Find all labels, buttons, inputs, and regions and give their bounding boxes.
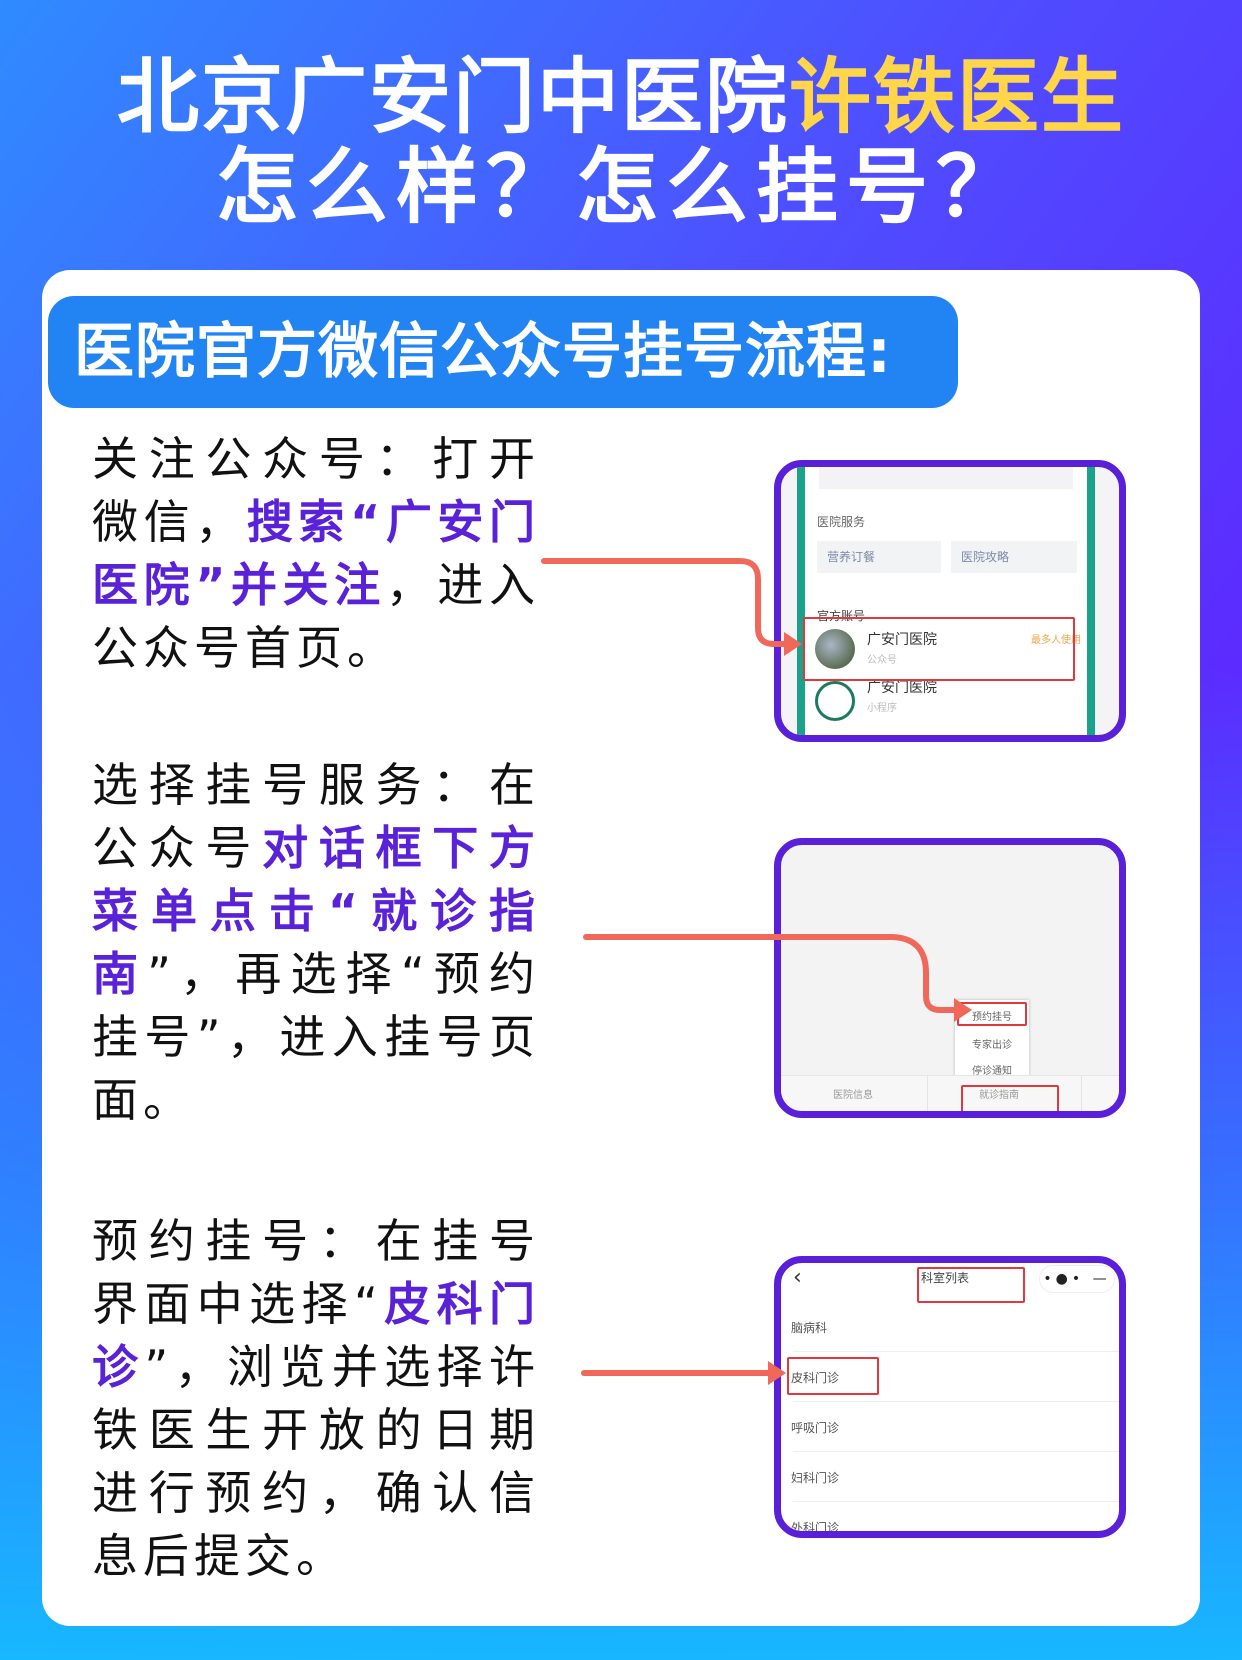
tab-visit-guide[interactable]: 就诊指南 xyxy=(979,1090,1019,1101)
list-divider xyxy=(793,1351,1119,1352)
department-list-title: 科室列表 xyxy=(921,1271,970,1285)
miniprogram-type: 小程序 xyxy=(867,703,897,714)
most-used-tag: 最多人使用 xyxy=(1031,635,1081,646)
green-frame-right xyxy=(1087,467,1095,735)
section-title: 医院官方微信公众号挂号流程: xyxy=(48,296,958,408)
step-2-part1: 选择挂号服务：在公众号 xyxy=(92,758,540,875)
tab-hospital-info[interactable]: 医院信息 xyxy=(833,1090,873,1101)
step-1-text: 关注公众号：打开微信，搜索“广安门医院”并关注，进入公众号首页。 xyxy=(92,428,540,680)
menu-item-closure-notice[interactable]: 停诊通知 xyxy=(972,1066,1012,1077)
guide-popup-menu: 预约挂号 专家出诊 停诊通知 xyxy=(955,1000,1029,1088)
step-1-highlight: 搜索“广安门医院”并关注 xyxy=(92,495,541,612)
page-title-line1: 北京广安门中医院许铁医生 xyxy=(0,48,1242,148)
highlight-box-visit-guide xyxy=(961,1085,1059,1111)
step-1-part2: ，进入公众号首页。 xyxy=(92,558,541,675)
page-title-line2: 怎么样？怎么挂号？ xyxy=(215,140,1026,235)
department-item[interactable]: 呼吸门诊 xyxy=(791,1421,840,1435)
hospital-guide-button[interactable]: 医院攻略 xyxy=(951,541,1077,573)
screenshot-menu: 预约挂号 专家出诊 停诊通知 医院信息 就诊指南 xyxy=(774,838,1126,1118)
list-divider xyxy=(793,1501,1119,1502)
bottom-menu-bar: 医院信息 就诊指南 xyxy=(781,1075,1119,1111)
miniprogram-logo-icon xyxy=(815,681,855,721)
screenshot-search-result: 医院服务 营养订餐 医院攻略 官方账号 广安门医院 公众号 最多人使用 广安门医… xyxy=(774,460,1126,742)
list-divider xyxy=(793,1401,1119,1402)
menu-item-expert-schedule[interactable]: 专家出诊 xyxy=(972,1040,1012,1051)
step-3-part1: 预约挂号：在挂号界面中选择“ xyxy=(92,1214,540,1331)
official-accounts-label: 官方账号 xyxy=(817,609,866,623)
list-divider xyxy=(793,1451,1119,1452)
department-item-dermatology[interactable]: 皮科门诊 xyxy=(791,1371,840,1385)
miniprogram-name: 广安门医院 xyxy=(867,680,937,696)
tab-divider xyxy=(927,1076,928,1111)
account-name: 广安门医院 xyxy=(867,632,937,648)
account-row-miniprogram[interactable]: 广安门医院 小程序 xyxy=(805,675,1087,735)
step-3-highlight: 皮科门诊 xyxy=(92,1277,540,1394)
step-2-part2: ”，再选择“预约挂号”，进入挂号页面。 xyxy=(92,947,540,1127)
miniprogram-header: ‹ 科室列表 •●• — xyxy=(781,1263,1119,1307)
top-row-faded xyxy=(819,467,1073,489)
department-item[interactable]: 脑病科 xyxy=(791,1321,828,1335)
account-type: 公众号 xyxy=(867,655,897,666)
highlight-box-appointment xyxy=(957,1002,1027,1026)
nutrition-order-button[interactable]: 营养订餐 xyxy=(817,541,941,573)
department-item[interactable]: 外科门诊 xyxy=(791,1521,840,1535)
tab-divider xyxy=(1081,1076,1082,1111)
step-3-part2: ”，浏览并选择许铁医生开放的日期进行预约，确认信息后提交。 xyxy=(92,1340,540,1583)
department-item[interactable]: 妇科门诊 xyxy=(791,1471,840,1485)
search-result-panel: 医院服务 营养订餐 医院攻略 官方账号 广安门医院 公众号 最多人使用 广安门医… xyxy=(805,467,1087,735)
title-doctor: 许铁医生 xyxy=(789,50,1126,145)
step-2-highlight: 对话框下方菜单点击“就诊指南 xyxy=(92,821,541,1001)
hospital-building-avatar xyxy=(815,629,855,669)
more-close-capsule[interactable]: •●• — xyxy=(1039,1265,1115,1293)
step-2-text: 选择挂号服务：在公众号对话框下方菜单点击“就诊指南”，再选择“预约挂号”，进入挂… xyxy=(92,754,540,1132)
step-3-text: 预约挂号：在挂号界面中选择“皮科门诊”，浏览并选择许铁医生开放的日期进行预约，确… xyxy=(92,1210,540,1588)
screenshot-department-list: ‹ 科室列表 •●• — 脑病科 皮科门诊 呼吸门诊 妇科门诊 外科门诊 xyxy=(774,1256,1126,1538)
highlight-box-title xyxy=(917,1267,1025,1303)
highlight-box-official-account xyxy=(803,617,1075,681)
green-frame-left xyxy=(797,467,805,735)
hospital-services-label: 医院服务 xyxy=(817,515,866,529)
menu-item-appointment[interactable]: 预约挂号 xyxy=(972,1012,1012,1023)
title-hospital: 北京广安门中医院 xyxy=(116,50,789,145)
step-1-part1: 关注公众号：打开微信， xyxy=(92,432,540,549)
back-chevron-icon[interactable]: ‹ xyxy=(793,1265,802,1290)
account-row-official[interactable]: 广安门医院 公众号 最多人使用 xyxy=(805,617,1087,679)
highlight-box-dermatology xyxy=(787,1357,879,1395)
